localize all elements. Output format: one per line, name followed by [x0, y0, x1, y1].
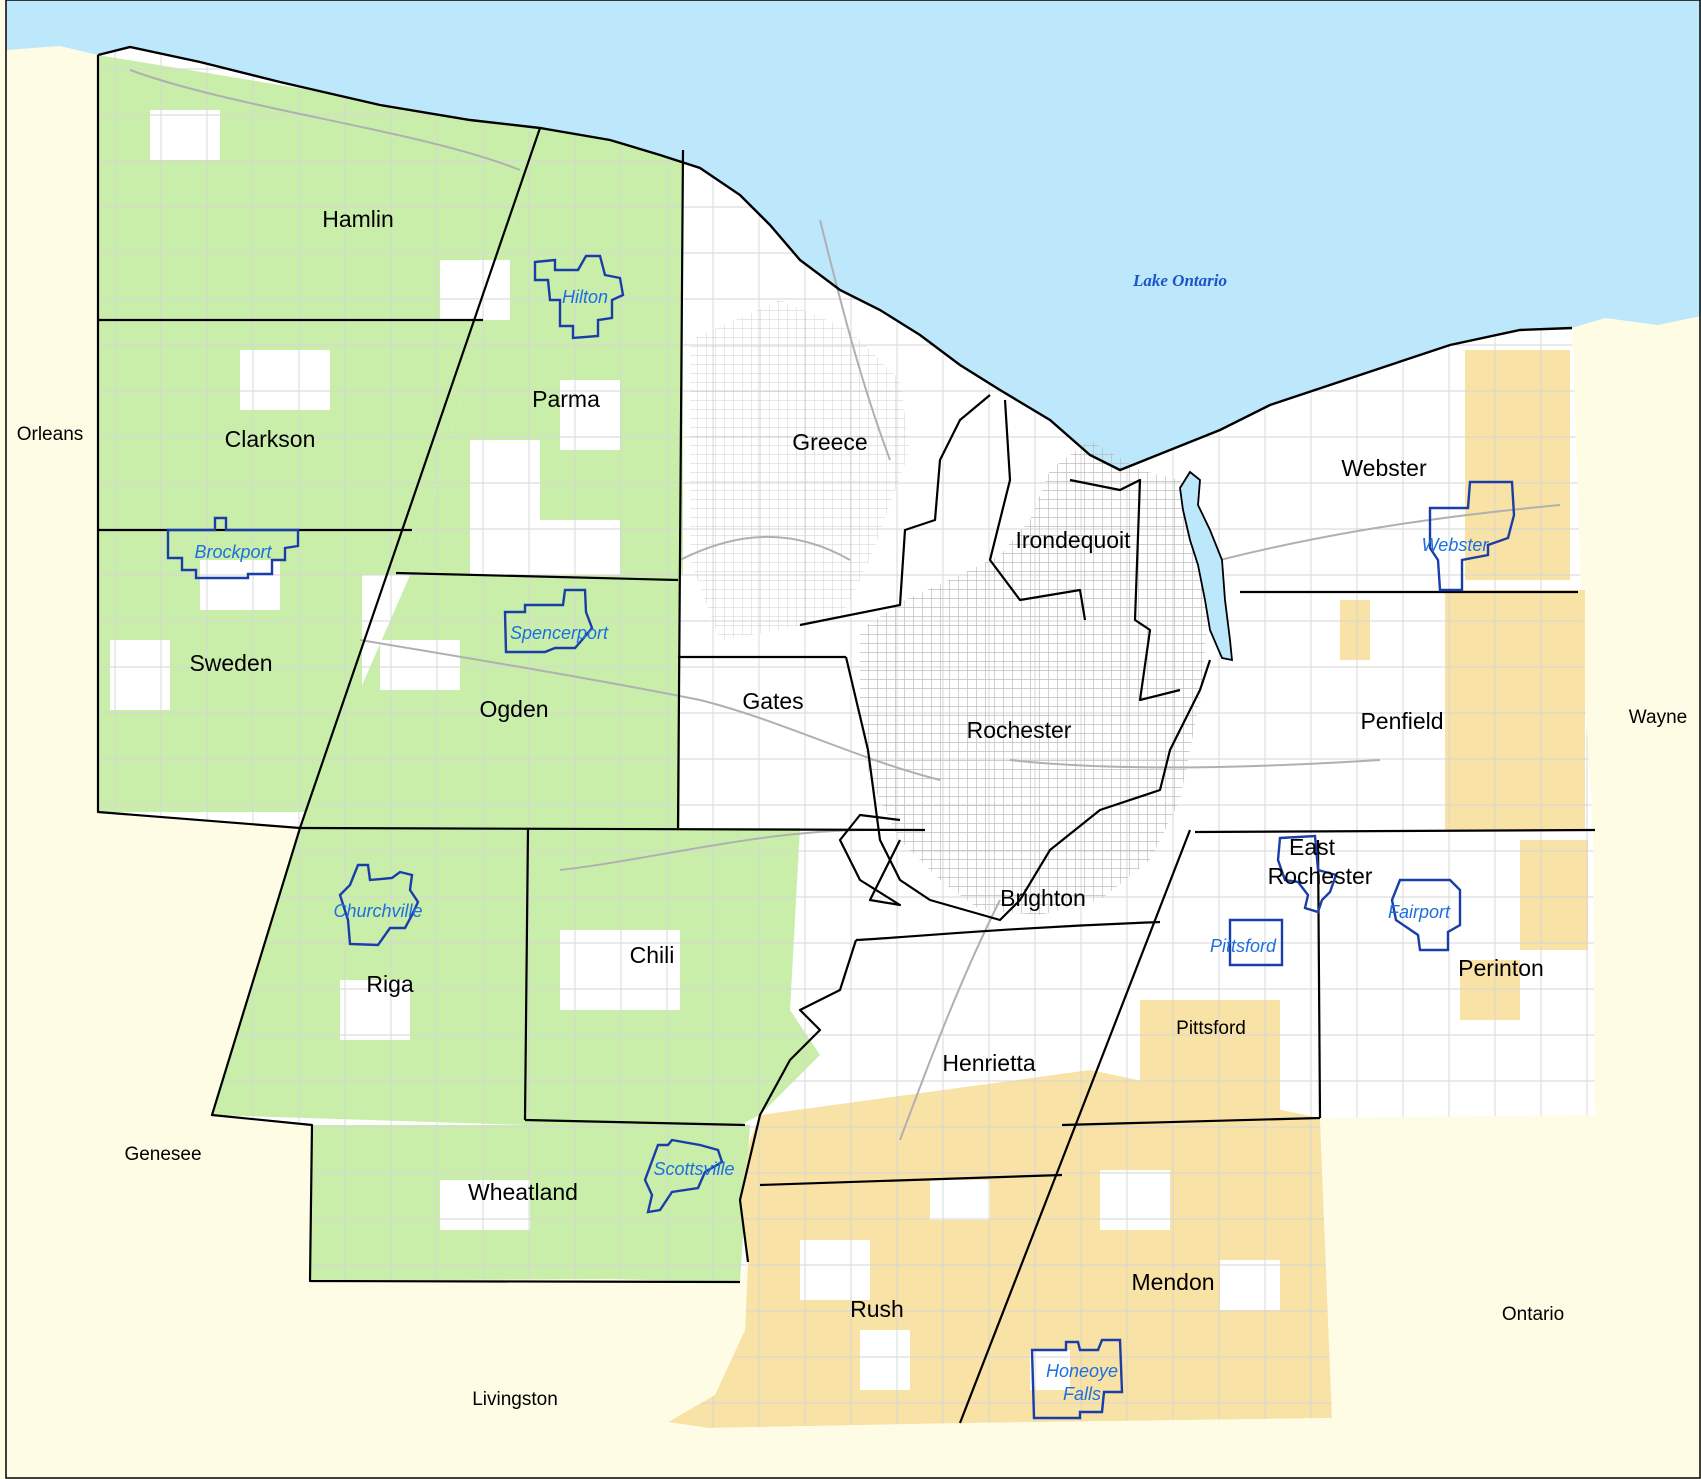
town-label-rochester: Rochester — [967, 717, 1072, 743]
shoreline — [97, 45, 1573, 472]
village-label-scottsville: Scottsville — [653, 1159, 734, 1179]
town-label-gates: Gates — [742, 688, 803, 714]
honeoye-falls-village-boundary — [1030, 1338, 1124, 1420]
town-label-hamlin: Hamlin — [322, 206, 394, 232]
east-rochester-village-boundary — [1276, 834, 1338, 914]
town-label-irondequoit: Irondequoit — [1015, 527, 1131, 553]
county-labels: Orleans Genesee Livingston Ontario Wayne — [17, 424, 1687, 1410]
village-boundaries — [166, 254, 1516, 1420]
town-label-perinton: Perinton — [1458, 955, 1544, 981]
brockport-village-boundary — [166, 516, 300, 580]
churchville-village-boundary — [338, 863, 420, 947]
town-label-greece: Greece — [792, 429, 867, 455]
county-label-ontario: Ontario — [1502, 1304, 1564, 1325]
town-label-clarkson: Clarkson — [225, 426, 316, 452]
town-label-east-rochester-line1: East — [1289, 834, 1336, 860]
road-network — [98, 47, 1595, 1428]
town-label-sweden: Sweden — [189, 650, 272, 676]
town-label-east-rochester-line2: Rochester — [1268, 863, 1373, 889]
town-label-ogden: Ogden — [479, 696, 548, 722]
town-label-mendon: Mendon — [1131, 1269, 1214, 1295]
irondequoit-bay — [1179, 470, 1234, 662]
map-frame — [5, 0, 1701, 1479]
town-labels: Hamlin Parma Clarkson Greece Irondequoit… — [189, 206, 1543, 1322]
spencerport-village-boundary — [503, 588, 594, 654]
town-label-chili: Chili — [630, 942, 675, 968]
town-label-wheatland: Wheatland — [468, 1179, 578, 1205]
town-label-penfield: Penfield — [1360, 708, 1443, 734]
town-label-rush: Rush — [850, 1296, 904, 1322]
scottsville-village-boundary — [643, 1138, 724, 1214]
monroe-county — [98, 47, 1595, 1428]
village-labels: Hilton Brockport Spencerport Webster Chu… — [194, 287, 1489, 1404]
village-label-fairport: Fairport — [1388, 902, 1451, 922]
village-label-churchville: Churchville — [333, 901, 422, 921]
village-label-hilton: Hilton — [562, 287, 608, 307]
fairport-village-boundary — [1390, 878, 1462, 952]
hilton-village-boundary — [533, 254, 625, 340]
pittsford-village-boundary — [1228, 918, 1284, 967]
village-label-honeoye-falls-line1: Honeoye — [1046, 1361, 1118, 1381]
village-label-webster: Webster — [1422, 535, 1490, 555]
town-boundaries — [96, 55, 1596, 1424]
lake-ontario-label: Lake Ontario — [1132, 271, 1227, 290]
county-label-livingston: Livingston — [472, 1389, 558, 1410]
webster-village-boundary — [1428, 480, 1516, 592]
village-label-honeoye-falls-line2: Falls — [1063, 1384, 1101, 1404]
lake-ontario-water — [6, 0, 1701, 470]
town-label-henrietta: Henrietta — [942, 1050, 1036, 1076]
village-label-brockport: Brockport — [194, 542, 272, 562]
town-label-brighton: Brighton — [1000, 885, 1086, 911]
town-label-webster: Webster — [1341, 455, 1427, 481]
county-label-wayne: Wayne — [1629, 707, 1687, 728]
county-label-genesee: Genesee — [124, 1144, 201, 1165]
county-label-orleans: Orleans — [17, 424, 84, 445]
town-label-parma: Parma — [532, 386, 600, 412]
town-label-pittsford: Pittsford — [1176, 1018, 1246, 1039]
suburban-area — [690, 300, 910, 640]
village-label-spencerport: Spencerport — [510, 623, 609, 643]
town-label-riga: Riga — [366, 971, 414, 997]
village-label-pittsford: Pittsford — [1210, 936, 1277, 956]
urban-area — [860, 440, 1210, 915]
